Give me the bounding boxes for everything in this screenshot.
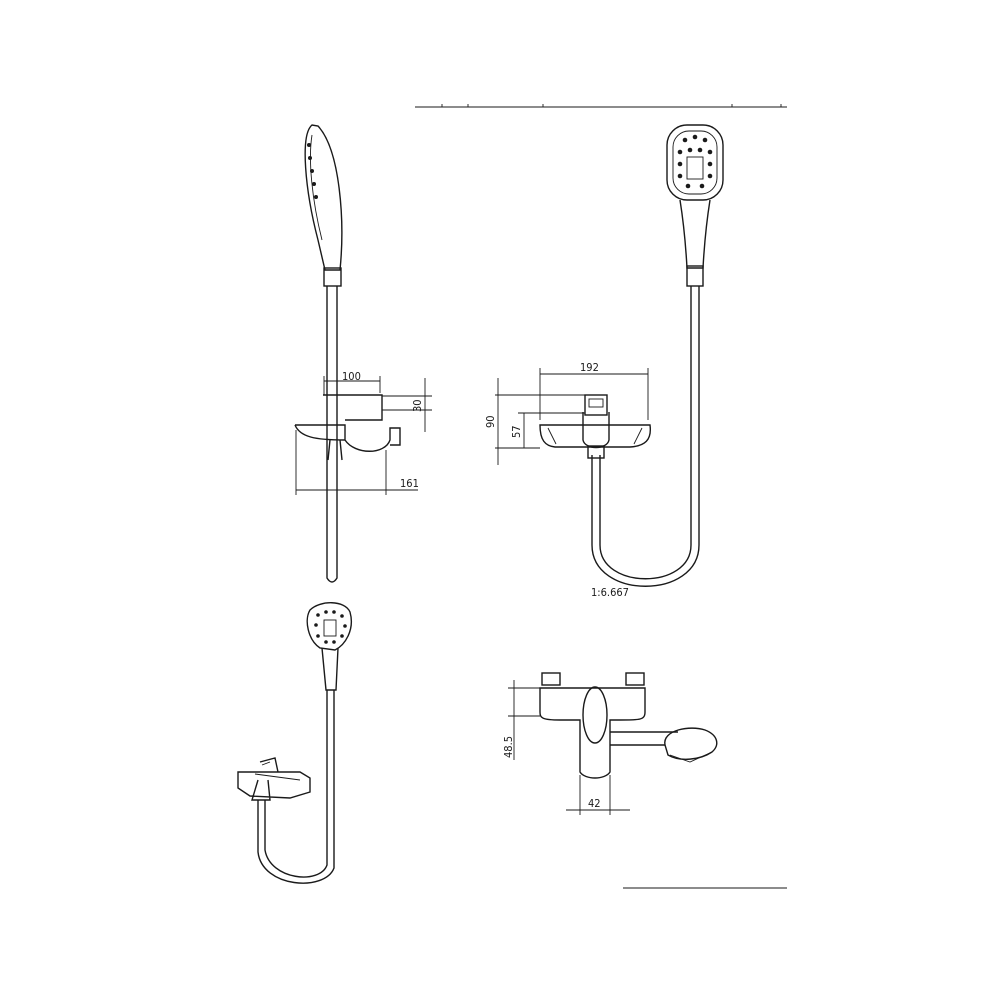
mixer-body-top (539, 687, 646, 779)
top-view: 48.5 42 (502, 672, 718, 815)
handle-front (679, 199, 711, 269)
lever-front (584, 394, 608, 416)
title-block-top-line (415, 104, 787, 108)
mixer-body-side (294, 424, 401, 452)
shower-arm-top (610, 731, 678, 746)
hose-front (591, 286, 700, 587)
mixer-body-front (539, 424, 652, 448)
shower-head-front (666, 124, 724, 201)
dim-front-spout-height: 57 (510, 425, 523, 438)
hose-perspective (257, 690, 335, 884)
knob-right (625, 672, 645, 686)
hand-shower-side (304, 124, 343, 271)
perspective-view (237, 602, 352, 884)
dim-top-height: 48.5 (502, 736, 515, 758)
dim-front-width: 192 (580, 361, 599, 374)
scale-label: 1:6.667 (591, 586, 629, 599)
dim-side-lever-height: 30 (411, 399, 424, 412)
dim-side-width: 100 (342, 370, 361, 383)
dim-side-depth: 161 (400, 477, 419, 490)
hose-side (326, 286, 338, 583)
wall-bracket-side (323, 394, 383, 421)
knob-left (541, 672, 561, 686)
shower-head-perspective (306, 602, 352, 651)
dim-top-spout-width: 42 (588, 797, 601, 810)
front-view: 192 90 57 1:6.667 (484, 124, 724, 599)
side-view: 100 30 161 (294, 124, 432, 583)
mixer-perspective (237, 757, 311, 801)
dim-front-height: 90 (484, 415, 497, 428)
shower-head-top (664, 727, 718, 760)
lever-top (582, 686, 608, 744)
